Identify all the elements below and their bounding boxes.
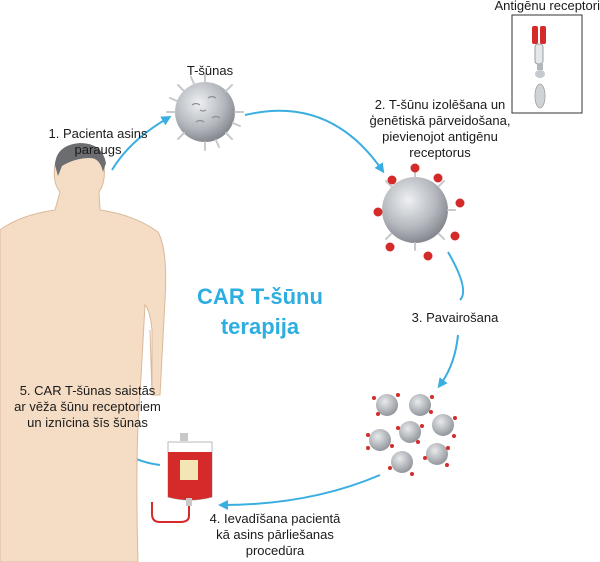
arrow-tcells-to-step2 <box>244 109 385 174</box>
step-5-line-2: ar vēža šūnu receptoriem <box>14 399 161 414</box>
t-cells-label: T-šūnas <box>186 63 234 78</box>
step-5-line-3: un iznīcina šīs šūnas <box>27 415 148 430</box>
step-5-line-1: 5. CAR T-šūnas saistās <box>19 383 156 398</box>
step-4-line-1: 4. Ievadīšana pacientā <box>209 511 341 526</box>
step-2-line-3: pievienojot antigēnu <box>382 129 498 144</box>
receptor-inset <box>511 14 583 114</box>
step-2-line-2: ģenētiskā pārveidošana, <box>369 113 511 128</box>
t-cell <box>166 73 244 151</box>
step-3-label: 3. Pavairošana <box>411 310 499 325</box>
arrow-expansion-to-bag <box>218 474 381 510</box>
arrow-step2-to-step3 <box>447 251 464 301</box>
title-line-2: terapija <box>220 314 300 339</box>
iv-blood-bag <box>151 433 213 523</box>
step-1-line-2: paraugs <box>74 142 122 157</box>
step-2-line-4: receptorus <box>409 145 471 160</box>
diagram-title: CAR T-šūnu terapija <box>160 282 360 342</box>
antigen-receptors-on-cell <box>373 163 465 261</box>
arrow-step3-to-expansion <box>437 334 459 389</box>
title-line-1: CAR T-šūnu <box>197 284 323 309</box>
modified-t-cell <box>373 163 465 261</box>
step-2-line-1: 2. T-šūnu izolēšana un <box>374 97 506 112</box>
step-1-line-1: 1. Pacienta asins <box>48 126 148 141</box>
antigen-receptors-label: Antigēnu receptori <box>494 0 600 13</box>
expanded-cell-cluster <box>366 393 457 476</box>
arrow-1-to-tcells <box>111 115 172 171</box>
step-4-line-2: kā asins pārliešanas <box>216 527 334 542</box>
patient-figure <box>0 143 167 562</box>
step-4-line-3: procedūra <box>245 543 305 558</box>
